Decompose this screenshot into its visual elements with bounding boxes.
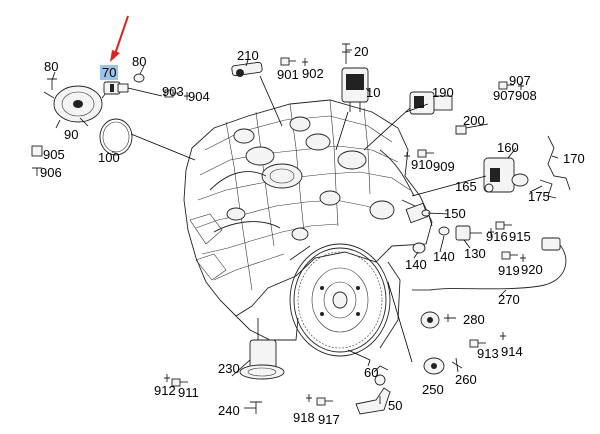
part-260-drawing (451, 357, 463, 373)
oil-pan (235, 315, 299, 341)
part-label-907b[interactable]: 907 (493, 88, 515, 103)
part-200-drawing (455, 125, 467, 135)
part-20-drawing (342, 43, 350, 64)
part-label-190[interactable]: 190 (432, 85, 454, 100)
part-label-903[interactable]: 903 (162, 84, 184, 99)
part-label-280[interactable]: 280 (463, 312, 485, 327)
part-label-914[interactable]: 914 (501, 344, 523, 359)
part-165-drawing (484, 183, 494, 193)
part-label-100[interactable]: 100 (98, 150, 120, 165)
part-label-110[interactable]: 80 (44, 59, 59, 74)
part-label-919[interactable]: 919 (498, 263, 520, 278)
part-label-170[interactable]: 170 (563, 151, 585, 166)
part-label-920[interactable]: 920 (521, 262, 543, 277)
part-140-drawing (412, 242, 426, 254)
flywheel (289, 243, 401, 357)
part-label-20[interactable]: 20 (354, 44, 369, 59)
part-230-drawing (239, 339, 285, 380)
part-label-50[interactable]: 50 (388, 398, 403, 413)
part-60-drawing (374, 374, 386, 386)
part-label-916[interactable]: 916 (486, 229, 508, 244)
part-label-908[interactable]: 908 (515, 88, 537, 103)
part-label-912[interactable]: 912 (154, 383, 176, 398)
engine-block (183, 99, 433, 317)
part-906-drawing (32, 167, 42, 176)
part-label-902[interactable]: 902 (302, 66, 324, 81)
part-label-907[interactable]: 907 (509, 73, 531, 88)
part-label-917[interactable]: 917 (318, 412, 340, 427)
part-70-drawing (103, 81, 129, 95)
part-label-913[interactable]: 913 (477, 346, 499, 361)
part-label-10[interactable]: 10 (366, 85, 381, 100)
part-label-905[interactable]: 905 (43, 147, 65, 162)
part-label-915[interactable]: 915 (509, 229, 531, 244)
part-905-drawing (31, 145, 43, 157)
part-label-240[interactable]: 240 (218, 403, 240, 418)
pointer-arrow (110, 15, 129, 62)
part-90-drawing (43, 85, 111, 129)
connector-glyphs (164, 57, 526, 406)
part-label-150[interactable]: 150 (444, 206, 466, 221)
part-label-120[interactable]: 130 (464, 246, 486, 261)
part-label-200[interactable]: 200 (463, 113, 485, 128)
part-label-140[interactable]: 140 (405, 257, 427, 272)
part-label-165[interactable]: 165 (455, 179, 477, 194)
part-label-175[interactable]: 175 (528, 189, 550, 204)
part-label-160[interactable]: 160 (497, 140, 519, 155)
part-100-drawing (99, 118, 133, 156)
part-130-drawing (438, 226, 450, 236)
part-250-drawing (423, 357, 445, 375)
part-label-901[interactable]: 901 (277, 67, 299, 82)
part-label-90[interactable]: 90 (64, 127, 79, 142)
part-280-drawing (420, 311, 456, 329)
part-label-80[interactable]: 80 (132, 54, 147, 69)
part-270-connector (541, 237, 561, 251)
part-175-drawing (539, 179, 557, 199)
part-110-drawing (47, 78, 57, 90)
part-label-911[interactable]: 911 (178, 385, 199, 400)
part-80-drawing (133, 73, 145, 83)
part-label-909[interactable]: 909 (433, 159, 455, 174)
part-label-910[interactable]: 910 (411, 157, 433, 172)
part-label-230[interactable]: 230 (218, 361, 240, 376)
part-120-drawing (455, 225, 482, 241)
part-label-260[interactable]: 260 (455, 372, 477, 387)
part-label-70[interactable]: 70 (100, 65, 119, 80)
part-160-drawing (483, 157, 529, 193)
part-label-270[interactable]: 270 (498, 292, 520, 307)
part-label-60[interactable]: 60 (364, 365, 379, 380)
part-170-drawing (547, 135, 571, 191)
part-50-drawing (355, 365, 391, 415)
part-label-906[interactable]: 906 (40, 165, 62, 180)
part-label-130[interactable]: 140 (433, 249, 455, 264)
leader-lines (51, 49, 559, 409)
part-270-drawing (429, 244, 567, 291)
part-label-210[interactable]: 210 (237, 48, 259, 63)
part-10-drawing (341, 67, 369, 112)
part-label-918[interactable]: 918 (293, 410, 315, 425)
part-label-904[interactable]: 904 (188, 89, 210, 104)
part-label-250[interactable]: 250 (422, 382, 444, 397)
